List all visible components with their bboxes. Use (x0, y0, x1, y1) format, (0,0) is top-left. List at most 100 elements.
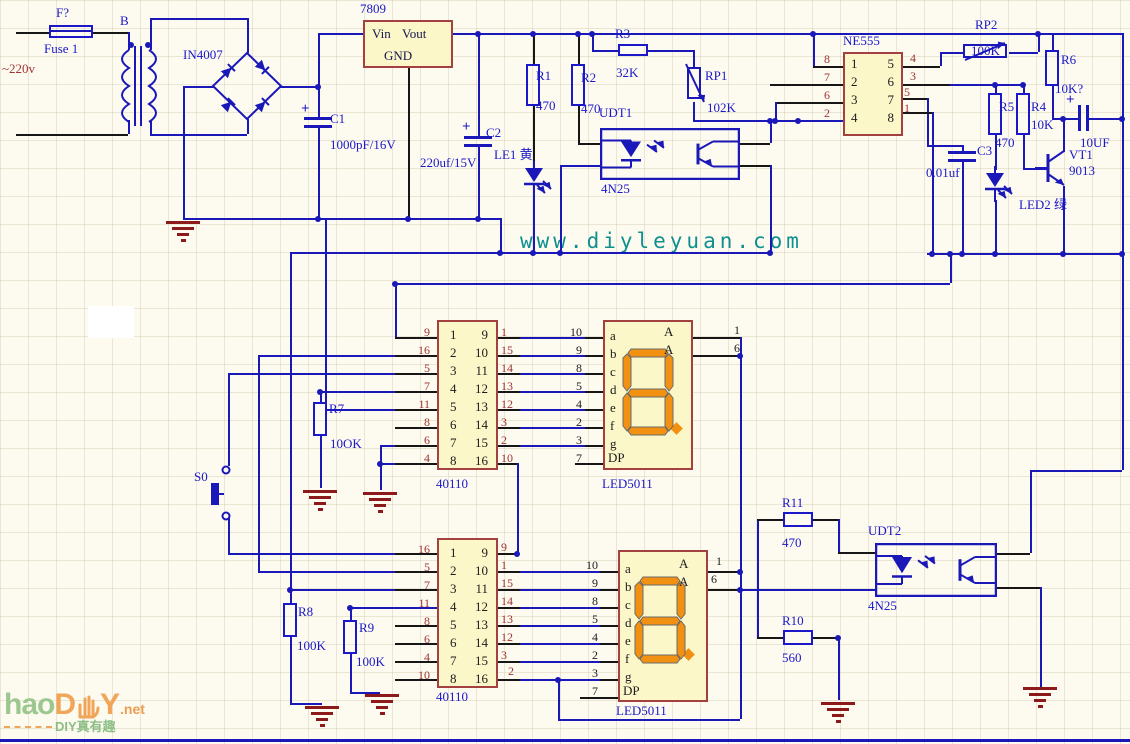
regulator-7809-box (363, 20, 453, 68)
label: 10 (570, 325, 582, 339)
capacitor-plate (464, 136, 492, 139)
wire-segment (395, 373, 437, 375)
regulator-gnd-wire (408, 68, 410, 218)
wire-segment (770, 120, 772, 143)
label: 16 (475, 453, 488, 468)
junction-dot (475, 31, 481, 37)
label: 4N25 (868, 598, 897, 613)
label: f (610, 418, 615, 433)
label: LED2 绿 (1019, 197, 1068, 212)
label: 10OK (330, 436, 362, 451)
junction-dot (530, 31, 536, 37)
wire-segment (498, 607, 520, 609)
wire-segment (498, 427, 520, 429)
label: 470 (581, 101, 601, 116)
wire-segment (498, 463, 517, 465)
wire-segment (995, 135, 997, 170)
wire-segment (325, 218, 327, 409)
ground-symbol (827, 708, 849, 711)
rp2-potentiometer (959, 40, 1011, 62)
wire-segment (498, 571, 520, 573)
label: 3 (501, 648, 507, 662)
label: 3 (450, 581, 457, 596)
label: 15 (475, 435, 488, 450)
wire-segment (600, 679, 618, 681)
wire-segment (927, 98, 929, 145)
wire-segment (395, 409, 437, 411)
wire-segment (693, 355, 740, 357)
wire-segment (902, 84, 950, 86)
wire-segment (838, 552, 875, 554)
r8-body (283, 603, 297, 637)
label: 7 (450, 653, 457, 668)
wire-segment (813, 637, 838, 639)
label: 3 (450, 363, 457, 378)
wire-segment (1052, 33, 1054, 50)
label: 40110 (436, 476, 469, 491)
seven-segment-digit-1 (622, 346, 674, 438)
label: + (301, 101, 310, 117)
s0-pushbutton (208, 460, 244, 526)
junction-dot (497, 250, 503, 256)
wire-segment (1023, 84, 1025, 93)
junction-dot (377, 461, 383, 467)
junction-dot (929, 251, 935, 257)
label: g (610, 436, 617, 451)
label: 8 (424, 415, 430, 429)
wire-segment (600, 661, 618, 663)
ground-symbol (1038, 705, 1043, 708)
ground-symbol (374, 504, 386, 507)
label: 1 (851, 56, 858, 71)
wire-segment (708, 589, 740, 591)
wire-segment (395, 553, 437, 555)
label: 0.01uf (926, 165, 960, 180)
label: 15 (501, 343, 513, 357)
label: 12 (475, 599, 488, 614)
wire-segment (757, 637, 783, 639)
label: 4 (592, 630, 598, 644)
wire-segment (902, 112, 932, 114)
wire-segment (693, 102, 695, 120)
label: 7809 (360, 1, 386, 16)
wire-segment (395, 661, 437, 663)
r5-body (988, 93, 1002, 135)
display-led5011-box-2 (618, 550, 708, 702)
junction-dot (1020, 82, 1026, 88)
wire-segment (962, 145, 964, 152)
wire-segment (940, 52, 963, 54)
junction-dot (555, 677, 561, 683)
ground-symbol (172, 227, 194, 230)
label: 7 (424, 379, 430, 393)
label: + (462, 119, 471, 135)
wire-segment (578, 143, 600, 145)
label: DP (623, 683, 640, 698)
label: R11 (782, 495, 804, 510)
wire-segment (940, 52, 942, 66)
wire-segment (962, 160, 964, 253)
label: DP (608, 450, 625, 465)
logo-y: Y (100, 688, 121, 721)
bottom-border (0, 739, 1130, 742)
wire-segment (1089, 118, 1122, 120)
label: A (679, 556, 689, 571)
r11-body (783, 512, 813, 527)
wire-segment (1040, 587, 1042, 687)
wire-segment (318, 33, 320, 117)
junction-dot (795, 118, 801, 124)
label: R2 (581, 70, 597, 85)
wire-segment (520, 607, 600, 609)
wire-segment (128, 120, 130, 134)
label: e (625, 633, 631, 648)
wire-segment (280, 86, 318, 88)
wire-segment (520, 625, 600, 627)
wire-segment (350, 607, 352, 620)
wire-segment (150, 134, 247, 136)
label: 10K? (1055, 81, 1084, 96)
wire-segment (478, 33, 480, 136)
label: 3 (576, 433, 582, 447)
led2-led (977, 166, 1013, 202)
label: 8 (824, 52, 830, 66)
label: 1 (501, 558, 507, 572)
